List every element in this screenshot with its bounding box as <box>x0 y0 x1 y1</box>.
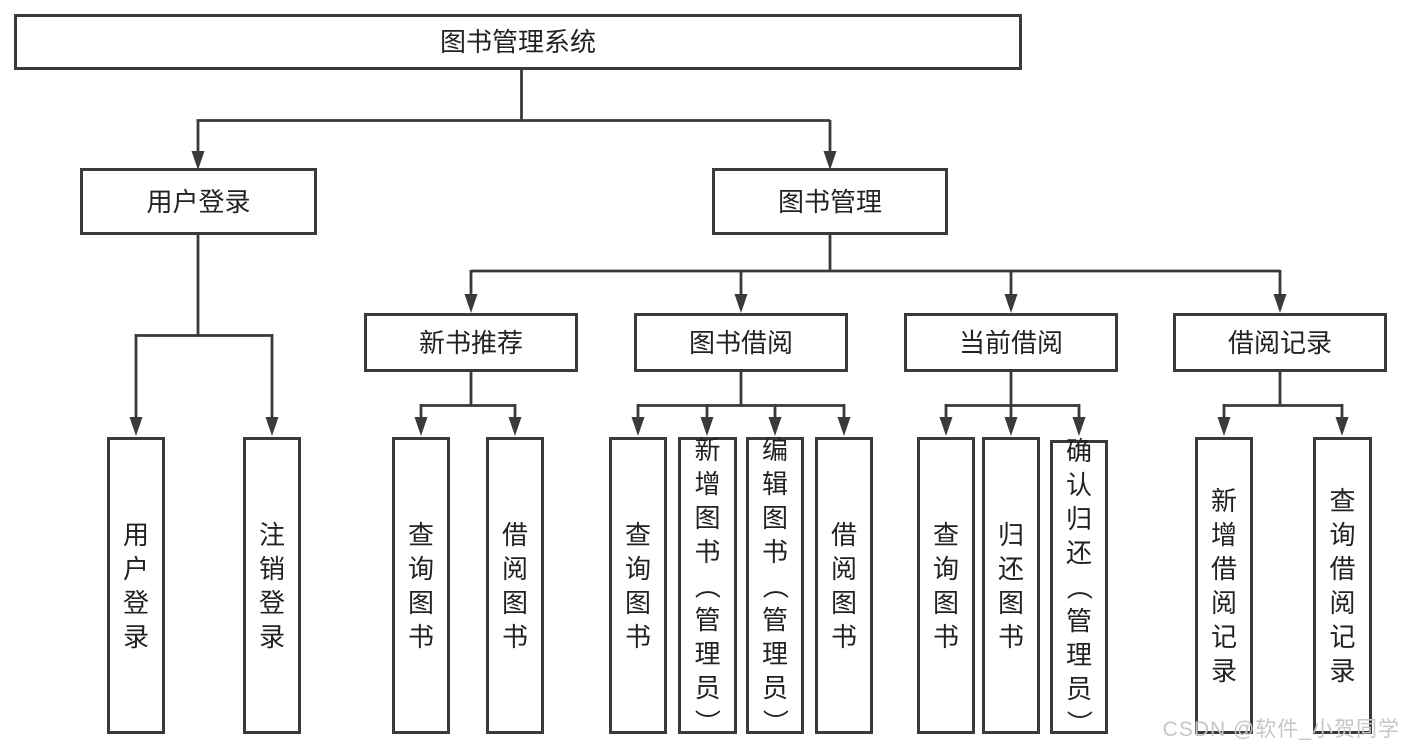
node-root-label: 图书管理系统 <box>439 27 596 57</box>
arrowhead-icon <box>1004 417 1018 436</box>
node-leaf-user-login: 用户登录 <box>107 437 165 734</box>
node-leaf-query-books-current: 查询图书 <box>917 437 975 734</box>
node-borrowing-records: 借阅记录 <box>1173 313 1387 372</box>
node-leaf-logout: 注销登录 <box>243 437 301 734</box>
node-user-login-label: 用户登录 <box>146 186 251 217</box>
node-book-borrowing: 图书借阅 <box>634 313 848 372</box>
arrowhead-icon <box>508 417 522 436</box>
node-leaf-query-books-recommend-label: 查询图书 <box>407 519 434 652</box>
node-leaf-edit-book-admin: 编辑图书（管理员） <box>746 434 804 735</box>
node-leaf-query-books-borrow-label: 查询图书 <box>624 519 651 652</box>
node-borrowing-records-label: 借阅记录 <box>1227 327 1332 358</box>
node-leaf-add-borrow-record: 新增借阅记录 <box>1195 437 1253 734</box>
arrowhead-icon <box>939 417 953 436</box>
arrowhead-icon <box>1335 417 1349 436</box>
connector-borrow-records-to-children <box>1222 372 1344 419</box>
node-leaf-confirm-return-admin: 确认归还（管理员） <box>1050 436 1108 737</box>
connector-user-login-to-children <box>134 235 274 419</box>
node-leaf-logout-label: 注销登录 <box>258 519 285 652</box>
node-user-login: 用户登录 <box>80 168 317 235</box>
arrowhead-icon <box>464 294 478 313</box>
node-new-book-recommend: 新书推荐 <box>364 313 578 372</box>
node-leaf-confirm-return-admin-label: 确认归还（管理员） <box>1063 436 1094 737</box>
csdn-watermark: CSDN @软件_小贺同学 <box>1162 718 1400 741</box>
arrowhead-icon <box>1072 417 1086 436</box>
arrowhead-icon <box>414 417 428 436</box>
connector-current-borrow-to-children <box>944 372 1081 419</box>
node-book-borrowing-label: 图书借阅 <box>688 327 793 358</box>
node-leaf-add-borrow-record-label: 新增借阅记录 <box>1210 485 1237 686</box>
node-leaf-query-borrow-record-label: 查询借阅记录 <box>1329 485 1356 686</box>
node-leaf-user-login-label: 用户登录 <box>122 519 149 652</box>
node-leaf-add-book-admin: 新增图书（管理员） <box>678 434 737 735</box>
arrowhead-icon <box>700 417 714 436</box>
arrowhead-icon <box>734 294 748 313</box>
node-leaf-edit-book-admin-label: 编辑图书（管理员） <box>759 434 790 735</box>
connector-book-borrow-to-children <box>636 372 846 419</box>
connector-book-mgmt-to-children <box>469 235 1282 296</box>
node-leaf-query-books-recommend: 查询图书 <box>392 437 450 734</box>
arrowhead-icon <box>837 417 851 436</box>
node-leaf-query-books-borrow: 查询图书 <box>609 437 667 734</box>
arrowhead-icon <box>768 417 782 436</box>
node-current-borrowing: 当前借阅 <box>904 313 1118 372</box>
arrowhead-icon <box>1004 294 1018 313</box>
node-new-book-recommend-label: 新书推荐 <box>418 327 523 358</box>
arrowhead-icon <box>631 417 645 436</box>
node-leaf-query-books-current-label: 查询图书 <box>932 519 959 652</box>
node-book-management: 图书管理 <box>712 168 948 235</box>
node-root-system: 图书管理系统 <box>14 14 1022 70</box>
node-book-management-label: 图书管理 <box>777 186 882 217</box>
node-leaf-return-books-label: 归还图书 <box>997 519 1024 652</box>
connector-new-book-to-children <box>419 372 517 419</box>
node-current-borrowing-label: 当前借阅 <box>958 327 1063 358</box>
node-leaf-borrow-books: 借阅图书 <box>815 437 873 734</box>
node-leaf-borrow-books-recommend: 借阅图书 <box>486 437 544 734</box>
connector-root-to-level2 <box>196 70 832 153</box>
node-leaf-borrow-books-recommend-label: 借阅图书 <box>501 519 528 652</box>
node-leaf-return-books: 归还图书 <box>982 437 1040 734</box>
node-leaf-borrow-books-label: 借阅图书 <box>830 519 857 652</box>
arrowhead-icon <box>129 417 143 436</box>
arrowhead-icon <box>1273 294 1287 313</box>
arrowhead-icon <box>1217 417 1231 436</box>
node-leaf-query-borrow-record: 查询借阅记录 <box>1313 437 1372 734</box>
arrowhead-icon <box>265 417 279 436</box>
node-leaf-add-book-admin-label: 新增图书（管理员） <box>692 434 723 735</box>
